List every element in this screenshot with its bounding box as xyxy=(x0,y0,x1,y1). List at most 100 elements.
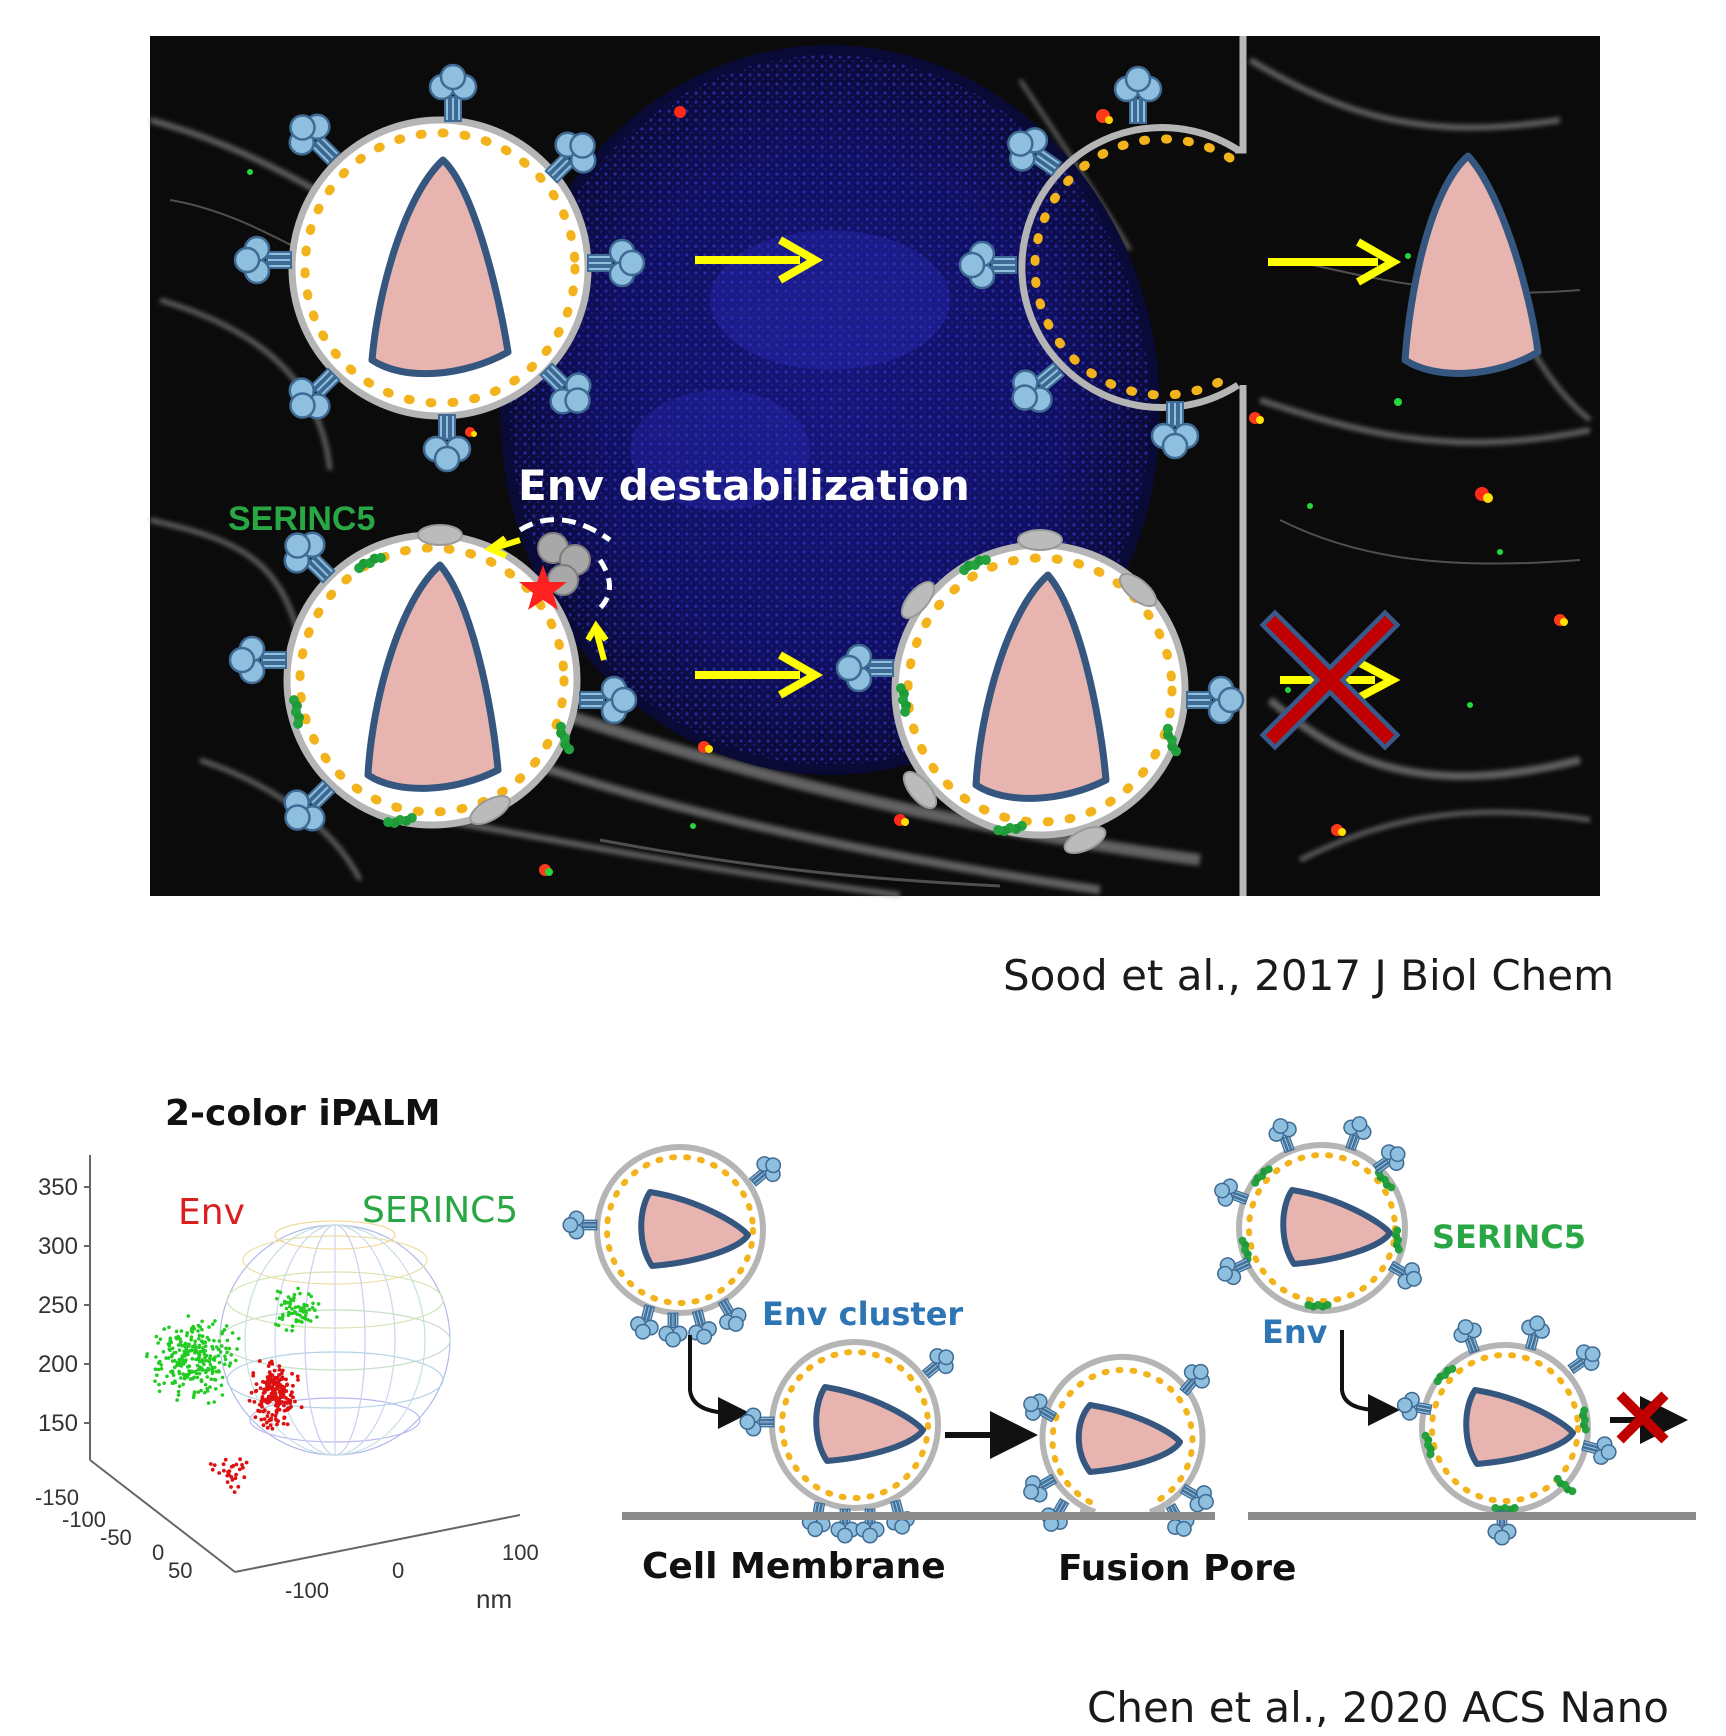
red-localization-point xyxy=(266,1364,271,1368)
green-localization-point xyxy=(296,1305,301,1309)
green-localizations xyxy=(145,1286,321,1405)
red-localization-point xyxy=(273,1382,277,1386)
green-localization-point xyxy=(275,1296,279,1301)
green-localization-point xyxy=(169,1369,173,1374)
green-localization-point xyxy=(179,1339,183,1344)
red-localization-point xyxy=(227,1469,232,1473)
green-localization-point xyxy=(278,1290,283,1295)
citation-top: Sood et al., 2017 J Biol Chem xyxy=(1003,951,1614,1000)
svg-text:250: 250 xyxy=(38,1292,78,1319)
green-localization-point xyxy=(294,1318,299,1322)
virion-icon xyxy=(1018,1353,1219,1542)
green-localization-point xyxy=(184,1373,189,1377)
arrow-icon xyxy=(1340,1330,1400,1426)
green-localization-point xyxy=(291,1298,296,1303)
green-localization-point xyxy=(195,1349,199,1353)
green-localization-point xyxy=(220,1344,224,1348)
green-localization-point xyxy=(217,1370,221,1374)
red-localization-point xyxy=(237,1467,242,1472)
capsid-icon xyxy=(1075,1402,1183,1475)
virion-icon xyxy=(1211,1113,1427,1314)
red-localization-point xyxy=(269,1417,273,1422)
green-localization-point xyxy=(191,1395,196,1400)
red-localization-point xyxy=(273,1413,278,1418)
green-localization-point xyxy=(305,1303,309,1308)
red-localization-point xyxy=(251,1371,256,1375)
green-localization-point xyxy=(182,1349,187,1354)
red-localization-point xyxy=(290,1371,294,1376)
green-localization-point xyxy=(303,1314,308,1318)
green-localization-point xyxy=(296,1286,300,1291)
green-localization-point xyxy=(177,1348,182,1352)
green-localization-point xyxy=(235,1347,239,1351)
green-localization-point xyxy=(303,1316,307,1321)
green-localization-point xyxy=(189,1338,193,1342)
green-localization-point xyxy=(197,1357,201,1362)
red-localization-point xyxy=(234,1462,239,1467)
green-localization-point xyxy=(208,1385,212,1389)
green-localization-point xyxy=(307,1307,312,1312)
green-localization-point xyxy=(310,1306,315,1310)
red-localization-point xyxy=(265,1414,270,1418)
green-localization-point xyxy=(190,1345,195,1349)
red-localization-point xyxy=(265,1383,269,1388)
virion-icon xyxy=(228,517,638,844)
capsid-icon xyxy=(638,1189,751,1269)
red-localization-point xyxy=(257,1359,262,1363)
green-localization-point xyxy=(205,1375,210,1379)
green-localization-point xyxy=(203,1349,207,1353)
red-localization-point xyxy=(234,1472,239,1477)
red-localization-point xyxy=(225,1473,230,1478)
green-localization-point xyxy=(218,1350,223,1354)
green-localization-point xyxy=(200,1319,204,1324)
red-localization-point xyxy=(244,1460,249,1465)
green-localization-point xyxy=(190,1330,195,1334)
green-localization-point xyxy=(183,1341,188,1346)
green-localization-point xyxy=(237,1336,241,1341)
green-localization-point xyxy=(200,1358,205,1362)
green-localization-point xyxy=(191,1325,195,1329)
label-fusion-pore: Fusion Pore xyxy=(1058,1548,1296,1589)
svg-text:50: 50 xyxy=(168,1558,192,1583)
svg-text:100: 100 xyxy=(502,1540,539,1565)
green-localization-point xyxy=(227,1364,232,1368)
green-localization-point xyxy=(193,1369,198,1374)
red-localization-point xyxy=(257,1409,262,1414)
green-localization-point xyxy=(197,1345,201,1350)
green-localization-point xyxy=(292,1311,297,1315)
red-localization-point xyxy=(275,1402,280,1406)
green-localization-point xyxy=(210,1344,214,1349)
green-localization-point xyxy=(187,1349,192,1353)
red-localization-point xyxy=(253,1415,258,1420)
green-localization-point xyxy=(197,1355,201,1359)
green-localization-point xyxy=(212,1400,216,1404)
green-localization-point xyxy=(290,1324,295,1328)
block-cross-icon xyxy=(1259,609,1401,751)
green-localization-point xyxy=(234,1358,238,1363)
red-localization-point xyxy=(262,1417,267,1421)
green-localization-point xyxy=(207,1359,212,1364)
green-localization-point xyxy=(204,1370,208,1375)
green-localization-point xyxy=(199,1378,204,1382)
red-localization-point xyxy=(230,1478,235,1482)
svg-text:0: 0 xyxy=(392,1558,404,1583)
red-localization-point xyxy=(284,1377,288,1382)
green-localization-point xyxy=(181,1372,185,1376)
red-localization-point xyxy=(221,1462,226,1467)
arrow-icon xyxy=(688,1335,750,1429)
green-localization-point xyxy=(192,1390,197,1394)
green-localization-point xyxy=(275,1289,280,1294)
red-localization-point xyxy=(277,1407,282,1412)
green-localization-point xyxy=(208,1363,213,1367)
red-localization-point xyxy=(274,1387,278,1391)
red-localization-point xyxy=(242,1475,247,1480)
green-localization-point xyxy=(217,1360,222,1365)
red-localization-point xyxy=(293,1399,297,1404)
red-localization-point xyxy=(223,1457,228,1462)
green-localization-point xyxy=(230,1331,235,1335)
block-cross-icon xyxy=(1610,1391,1688,1444)
red-localization-point xyxy=(259,1417,264,1422)
green-localization-point xyxy=(177,1371,182,1376)
green-localization-point xyxy=(181,1362,186,1366)
red-localization-point xyxy=(273,1391,278,1396)
